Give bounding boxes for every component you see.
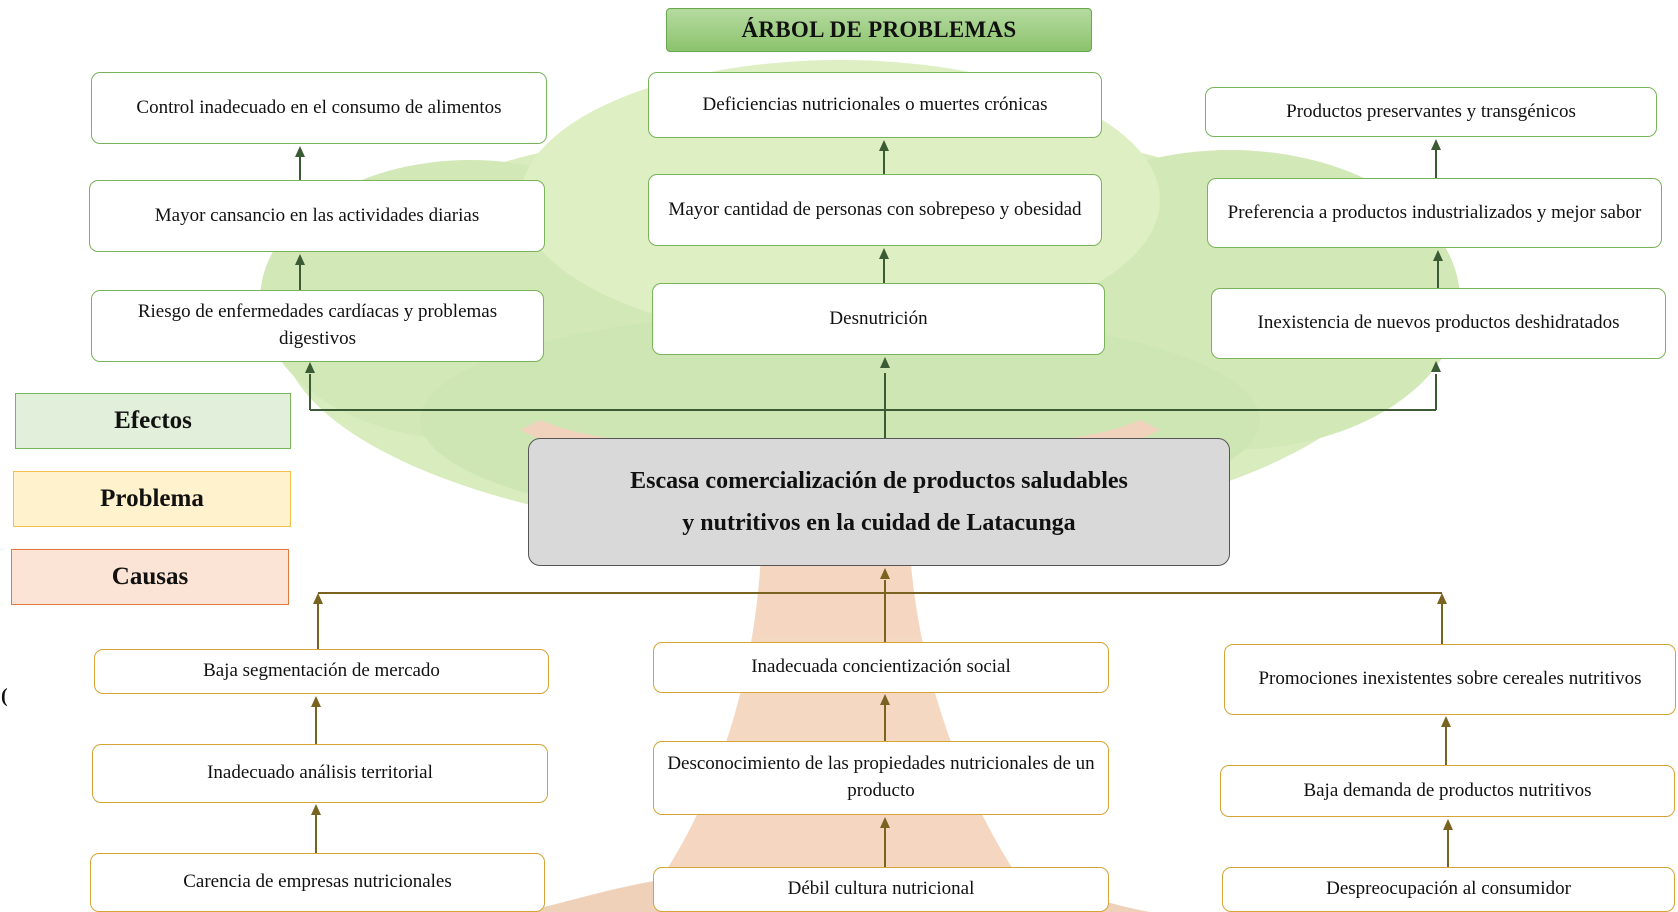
cause-box: Inadecuada concientización social bbox=[653, 642, 1109, 693]
central-problem-box: Escasa comercialización de productos sal… bbox=[528, 438, 1230, 566]
cause-box: Carencia de empresas nutricionales bbox=[90, 853, 545, 912]
cause-box: Débil cultura nutricional bbox=[653, 867, 1109, 912]
stray-mark: ( bbox=[1, 685, 8, 707]
legend-causes: Causas bbox=[11, 549, 289, 605]
effect-box: Inexistencia de nuevos productos deshidr… bbox=[1211, 288, 1666, 359]
effect-box: Riesgo de enfermedades cardíacas y probl… bbox=[91, 290, 544, 362]
cause-box: Desconocimiento de las propiedades nutri… bbox=[653, 741, 1109, 815]
diagram-title: ÁRBOL DE PROBLEMAS bbox=[666, 8, 1092, 52]
effect-box: Deficiencias nutricionales o muertes cró… bbox=[648, 72, 1102, 138]
legend-effects: Efectos bbox=[15, 393, 291, 449]
effect-box: Mayor cansancio en las actividades diari… bbox=[89, 180, 545, 252]
cause-box: Baja demanda de productos nutritivos bbox=[1220, 765, 1675, 817]
cause-box: Inadecuado análisis territorial bbox=[92, 744, 548, 803]
central-problem-line-2: y nutritivos en la cuidad de Latacunga bbox=[682, 510, 1076, 536]
effect-box: Mayor cantidad de personas con sobrepeso… bbox=[648, 174, 1102, 246]
cause-box: Baja segmentación de mercado bbox=[94, 649, 549, 694]
effect-box: Desnutrición bbox=[652, 283, 1105, 355]
effect-box: Productos preservantes y transgénicos bbox=[1205, 87, 1657, 137]
effect-box: Preferencia a productos industrializados… bbox=[1207, 178, 1662, 248]
effect-box: Control inadecuado en el consumo de alim… bbox=[91, 72, 547, 144]
central-problem-line-1: Escasa comercialización de productos sal… bbox=[630, 468, 1128, 494]
cause-box: Promociones inexistentes sobre cereales … bbox=[1224, 644, 1676, 715]
cause-box: Despreocupación al consumidor bbox=[1222, 867, 1675, 912]
legend-problem: Problema bbox=[13, 471, 291, 527]
